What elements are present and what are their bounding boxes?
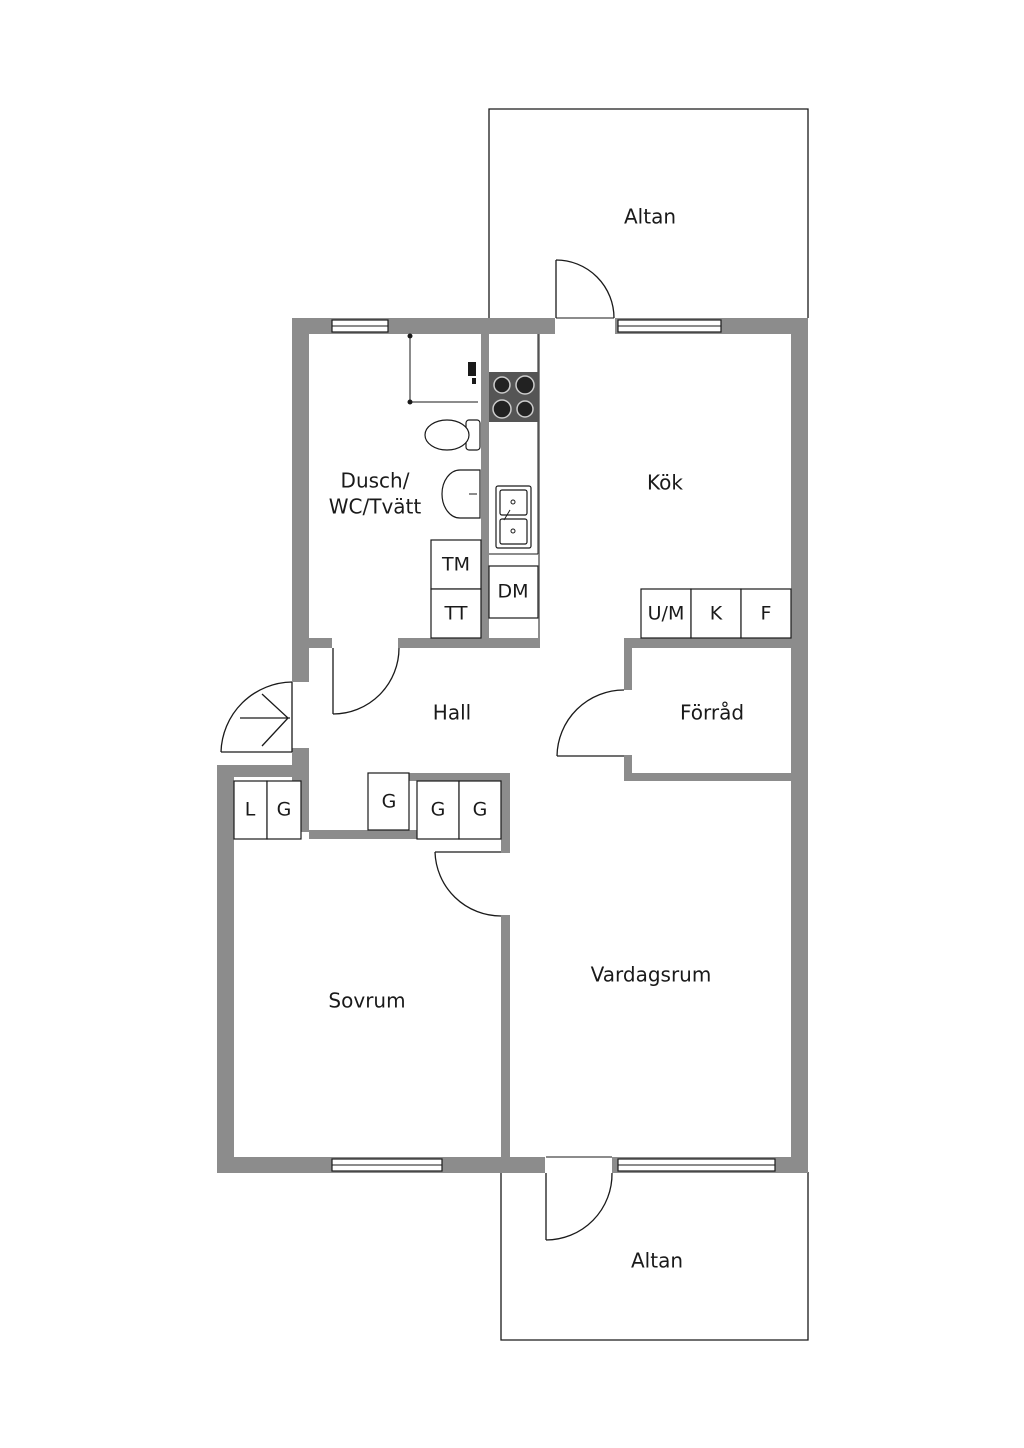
label-kok: Kök xyxy=(647,471,683,495)
entrance-arrow-icon xyxy=(240,693,290,747)
kitchen-fixtures: DM U/M K F xyxy=(488,334,792,639)
um-label: U/M xyxy=(648,603,685,625)
fridge xyxy=(690,588,742,639)
tumble-dryer xyxy=(430,539,482,590)
closet-g4 xyxy=(458,780,502,840)
f-label: F xyxy=(761,603,772,625)
balcony-bottom xyxy=(500,1172,809,1341)
shower-icon xyxy=(407,333,478,405)
l-label: L xyxy=(245,799,256,821)
g3-label: G xyxy=(431,799,446,821)
door-entrance xyxy=(220,681,293,753)
door-storage xyxy=(556,689,625,757)
label-dusch-1: Dusch/ xyxy=(341,469,410,493)
tt-label: TT xyxy=(444,603,468,625)
closet-g1 xyxy=(266,780,302,840)
closets: L G G G G xyxy=(233,772,502,840)
dm-label: DM xyxy=(497,581,528,603)
balcony-top xyxy=(488,108,809,318)
washbasin-icon xyxy=(441,469,481,519)
label-forrad: Förråd xyxy=(680,701,744,725)
toilet-icon xyxy=(424,419,481,451)
freezer xyxy=(740,588,792,639)
bathroom-fixtures: TM TT xyxy=(407,333,482,639)
door-balcony-bottom xyxy=(545,1156,613,1241)
g4-label: G xyxy=(473,799,488,821)
g1-label: G xyxy=(277,799,292,821)
windows xyxy=(331,319,776,1172)
doors xyxy=(220,259,625,1241)
washing-machine xyxy=(430,588,482,639)
closet-l xyxy=(233,780,268,840)
label-sovrum: Sovrum xyxy=(328,989,405,1013)
door-bedroom xyxy=(434,851,502,917)
label-hall: Hall xyxy=(433,701,471,725)
door-balcony-top xyxy=(555,259,615,319)
oven-microwave xyxy=(640,588,692,639)
closet-g3 xyxy=(416,780,460,840)
door-bathroom xyxy=(332,647,400,715)
label-altan-bottom: Altan xyxy=(631,1249,683,1273)
k-label: K xyxy=(710,603,723,625)
sink-icon xyxy=(495,485,532,549)
stove-icon xyxy=(489,372,538,422)
dishwasher xyxy=(488,565,539,619)
walls xyxy=(217,318,808,1173)
tm-label: TM xyxy=(441,554,470,576)
label-altan-top: Altan xyxy=(624,205,676,229)
closet-g2 xyxy=(367,772,410,831)
room-labels: Altan Kök Dusch/ WC/Tvätt Hall Förråd Va… xyxy=(328,205,744,1273)
label-dusch-2: WC/Tvätt xyxy=(329,495,422,519)
label-vardagsrum: Vardagsrum xyxy=(591,963,712,987)
g2-label: G xyxy=(382,791,397,813)
